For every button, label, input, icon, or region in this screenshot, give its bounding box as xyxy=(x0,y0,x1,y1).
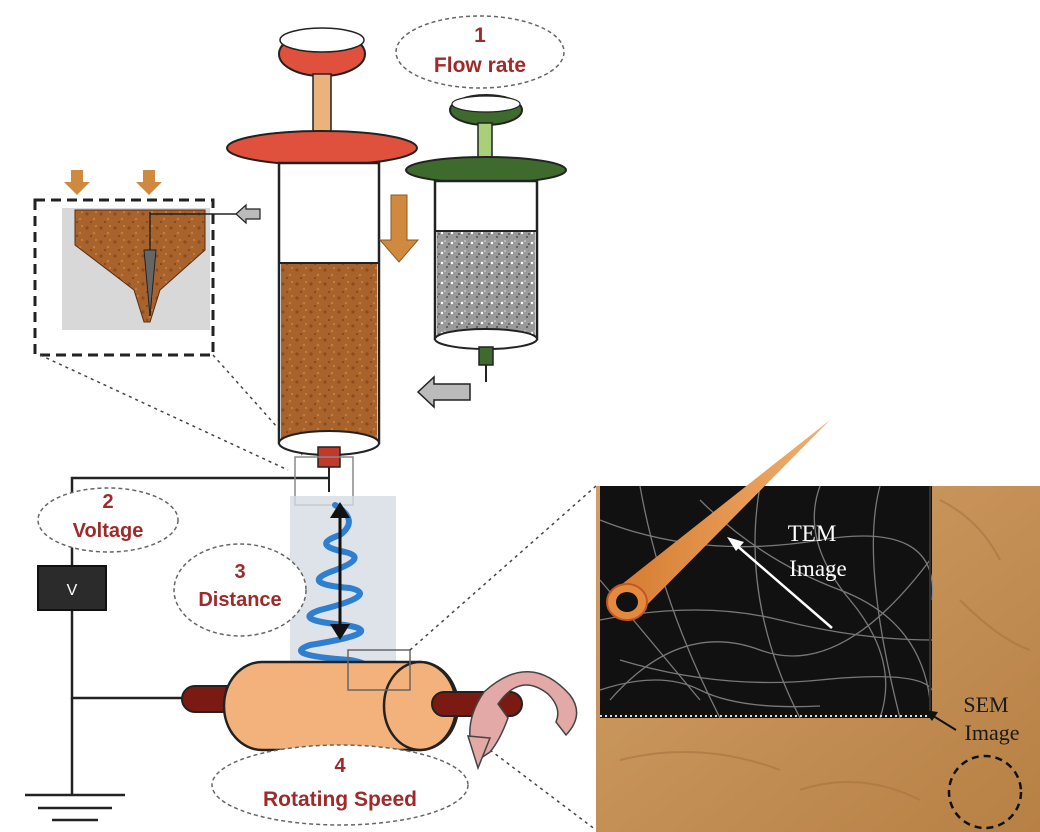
down-arrow-icon xyxy=(136,170,162,195)
collector-highlight-box xyxy=(347,649,411,691)
voltage-label: 2 Voltage xyxy=(37,487,179,553)
distance-number: 3 xyxy=(234,561,245,583)
rotating-speed-label: 4 Rotating Speed xyxy=(211,744,469,826)
leader-line xyxy=(39,354,289,471)
rotating-speed-number: 4 xyxy=(334,755,346,777)
flow-rate-text: Flow rate xyxy=(434,54,526,77)
double-arrow-icon xyxy=(330,502,350,640)
arrow-icon xyxy=(727,537,833,629)
leader-line xyxy=(212,354,303,456)
sem-highlight-circle xyxy=(947,754,1023,830)
down-arrow-icon xyxy=(64,170,90,195)
ground-icon xyxy=(25,793,125,822)
power-supply: V xyxy=(37,565,107,611)
distance-label: 3 Distance xyxy=(173,543,307,637)
main-syringe xyxy=(226,26,418,492)
rotation-arrow-icon xyxy=(466,671,578,771)
sem-label-line2: Image xyxy=(965,720,1020,745)
micrograph-panel: TEM Image SEM Image xyxy=(596,420,1040,832)
power-supply-symbol: V xyxy=(67,582,78,599)
flow-rate-label: 1 Flow rate xyxy=(395,15,565,89)
voltage-number: 2 xyxy=(102,491,113,513)
arrow-icon xyxy=(924,710,957,731)
left-arrow-icon xyxy=(416,375,471,409)
rotating-speed-text: Rotating Speed xyxy=(263,788,417,811)
nozzle-detail-inset xyxy=(33,170,261,357)
leader-line xyxy=(409,485,597,651)
nanofiber-mesh xyxy=(599,485,934,719)
voltage-text: Voltage xyxy=(73,520,144,542)
tem-label-line2: Image xyxy=(789,556,846,581)
tem-label-line1: TEM xyxy=(788,521,837,546)
leader-line xyxy=(489,749,597,831)
down-arrow-icon xyxy=(378,194,420,263)
sem-label-line1: SEM xyxy=(963,692,1008,717)
secondary-syringe xyxy=(405,94,567,382)
nanofiber-tube xyxy=(606,420,830,621)
left-arrow-icon xyxy=(235,203,261,225)
distance-text: Distance xyxy=(198,589,281,611)
flow-rate-number: 1 xyxy=(474,24,486,47)
